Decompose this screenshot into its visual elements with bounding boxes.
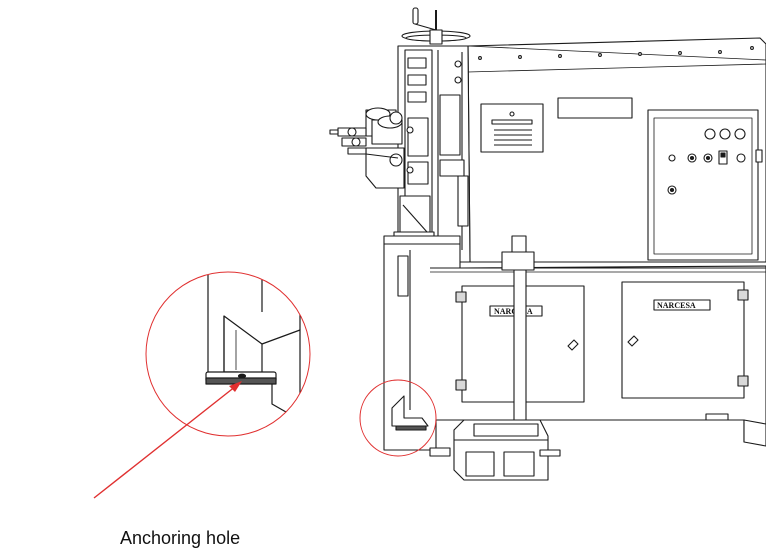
brand-plate-right: NARCESA <box>657 301 696 310</box>
brand-plate-left: NARCESA <box>494 307 533 316</box>
info-plate <box>480 103 544 153</box>
control-knob <box>668 154 676 162</box>
foot-highlight-circle <box>359 379 437 457</box>
handwheel <box>401 7 471 45</box>
zoom-highlight-circle <box>145 271 311 437</box>
cabinet-door-right <box>621 281 749 399</box>
callout-arrow <box>93 381 242 499</box>
pedal-column <box>429 235 561 481</box>
indicator-light <box>704 128 716 140</box>
control-box <box>647 109 763 261</box>
machine: NARCESA NARCESA <box>329 7 766 481</box>
anchoring-hole-label: Anchoring hole <box>120 528 241 548</box>
indicator-light <box>734 128 746 140</box>
anchoring-hole <box>237 373 247 379</box>
zoom-detail <box>145 271 311 437</box>
roller-tower <box>393 45 471 263</box>
blank-label-plate <box>557 97 633 119</box>
control-knob <box>736 153 746 163</box>
feed-rollers <box>329 107 405 189</box>
indicator-light <box>719 128 731 140</box>
